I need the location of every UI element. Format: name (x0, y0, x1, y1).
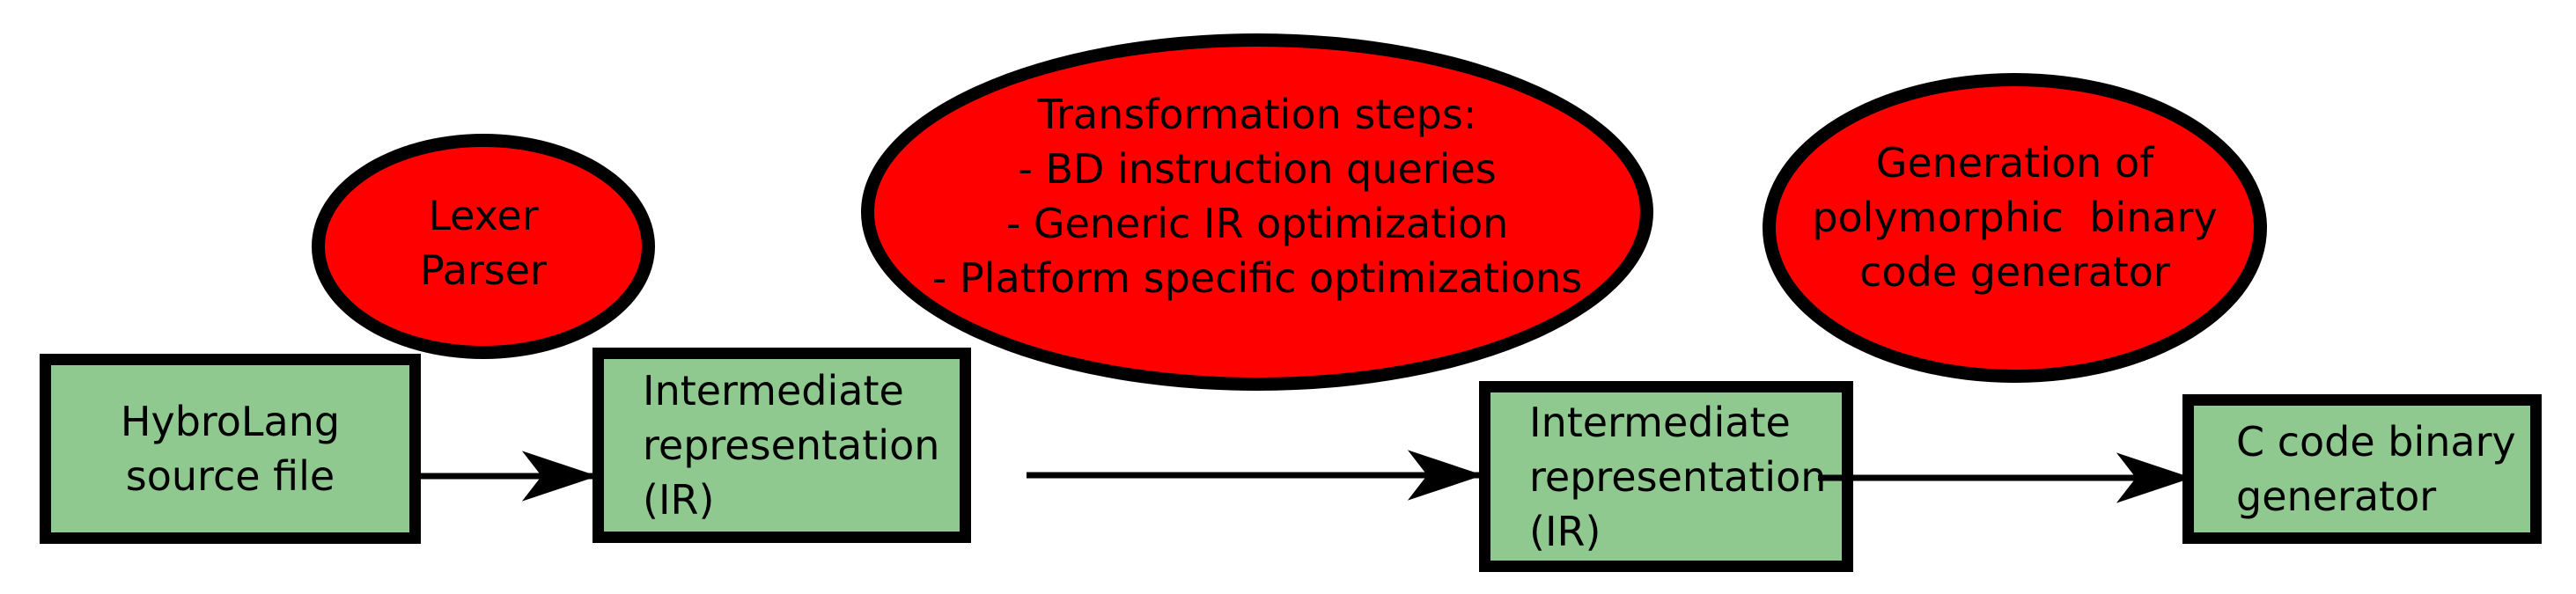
stage-ellipse-transformation-steps: Transformation steps: - BD instruction q… (861, 33, 1653, 391)
node-label-hybrolang-source-file: HybroLang source file (120, 398, 341, 500)
node-label-intermediate-representation-1: Intermediate representation (IR) (643, 367, 940, 524)
node-hybrolang-source-file: HybroLang source file (40, 354, 421, 544)
node-c-code-binary-generator: C code binary generator (2182, 394, 2542, 544)
node-intermediate-representation-2: Intermediate representation (IR) (1479, 381, 1853, 572)
node-intermediate-representation-1: Intermediate representation (IR) (592, 348, 971, 543)
stage-label-lexer-parser: Lexer Parser (420, 192, 547, 294)
stage-label-generation-polymorphic-binary: Generation of polymorphic binary code ge… (1812, 139, 2218, 296)
stage-ellipse-generation-polymorphic-binary: Generation of polymorphic binary code ge… (1763, 73, 2267, 383)
stage-ellipse-lexer-parser: Lexer Parser (312, 134, 655, 359)
node-label-c-code-binary-generator: C code binary generator (2236, 418, 2516, 520)
stage-label-transformation-steps: Transformation steps: - BD instruction q… (931, 91, 1583, 302)
node-label-intermediate-representation-2: Intermediate representation (IR) (1529, 398, 1827, 555)
